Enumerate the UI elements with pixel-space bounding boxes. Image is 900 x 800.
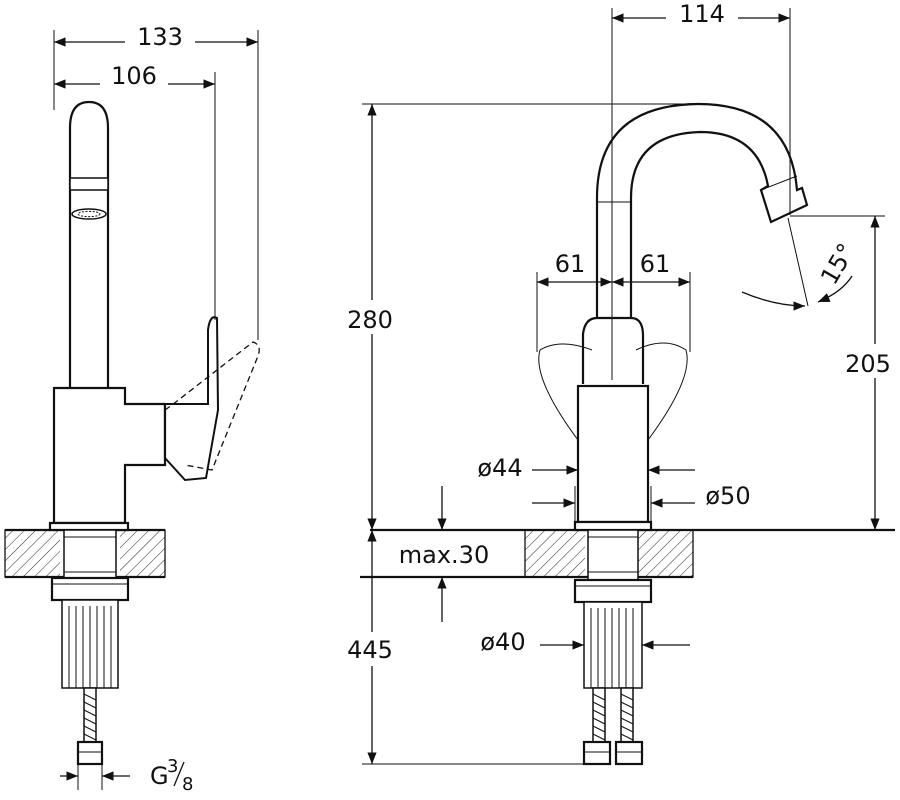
front-shank	[573, 529, 653, 689]
side-aerator	[71, 208, 107, 220]
dim-body-diameter: ø44	[477, 454, 522, 482]
dim-side-overall-depth: 133	[137, 23, 183, 51]
dim-side-spout-depth: 106	[111, 62, 157, 90]
dim-connection-thread: G	[150, 762, 169, 790]
front-body	[576, 384, 650, 524]
dim-lever-right: 61	[640, 250, 671, 278]
dim-spout-angle: 15°	[815, 239, 861, 290]
front-view: 114 280 205 61 61 15° ø44 ø50	[340, 0, 900, 766]
side-aerator-band	[69, 177, 109, 191]
side-hose	[76, 687, 104, 766]
dim-connection-thread-den: 8	[182, 774, 193, 795]
front-lever-swing-right	[635, 342, 688, 441]
dim-hose-length: 445	[347, 636, 393, 664]
side-body	[52, 386, 167, 525]
front-base-ring	[573, 520, 653, 532]
side-base-ring	[48, 521, 130, 532]
dim-spout-height: 205	[845, 350, 891, 378]
side-lever	[164, 316, 220, 482]
dim-max-deck-thickness: max.30	[399, 541, 489, 569]
dim-lever-left: 61	[555, 250, 586, 278]
dim-overall-height: 280	[347, 306, 393, 334]
side-lever-open	[164, 341, 260, 471]
front-lever	[581, 316, 645, 384]
dim-connection-thread-num: 3	[167, 756, 178, 777]
side-spout-tube	[68, 100, 110, 388]
side-shank	[50, 529, 130, 689]
dim-thread-diameter: ø40	[480, 628, 525, 656]
dim-base-diameter: ø50	[705, 482, 750, 510]
dim-front-reach: 114	[679, 0, 725, 28]
front-hoses	[582, 687, 644, 766]
front-lever-swing-left	[538, 343, 593, 441]
side-view: 133 106 G 3 8	[4, 22, 260, 795]
